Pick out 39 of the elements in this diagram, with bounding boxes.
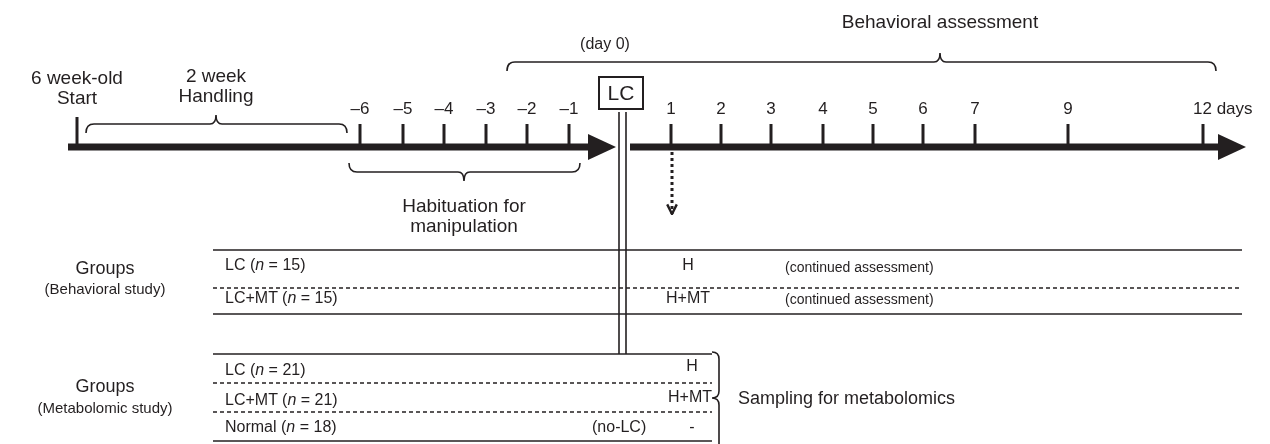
- tick-label: 4: [818, 100, 828, 118]
- tick-label: –3: [476, 100, 496, 118]
- group-label: Groups: [75, 377, 135, 396]
- note-text: (continued assessment): [785, 260, 934, 275]
- row-label: LC (n = 21): [225, 362, 306, 379]
- tick-label: 5: [868, 100, 878, 118]
- note-text: (continued assessment): [785, 292, 934, 307]
- phase-label: Habituation for manipulation: [401, 196, 527, 236]
- tick-label: 9: [1063, 100, 1073, 118]
- annotation-text: Sampling for metabolomics: [738, 389, 956, 408]
- start-label: 6 week-old Start: [30, 68, 124, 108]
- group-label: (Behavioral study): [44, 281, 166, 297]
- row-label: LC+MT (n = 21): [225, 392, 338, 409]
- group-label: (Metabolomic study): [37, 400, 173, 416]
- treatment-label: H+MT: [668, 389, 712, 406]
- tick-label: 12 days: [1193, 100, 1253, 118]
- treatment-label: H+MT: [666, 290, 710, 307]
- label-box: LC: [598, 76, 644, 110]
- tick-label: –1: [559, 100, 579, 118]
- tick-label: 7: [970, 100, 980, 118]
- treatment-label: H: [682, 257, 694, 274]
- day-label: (day 0): [580, 36, 630, 53]
- tick-label: –5: [393, 100, 413, 118]
- tick-label: 6: [918, 100, 928, 118]
- phase-label: 2 week Handling: [177, 66, 255, 106]
- note-text: (no-LC): [592, 419, 647, 436]
- tick-label: 1: [666, 100, 676, 118]
- tick-label: –6: [350, 100, 370, 118]
- tick-label: –2: [517, 100, 537, 118]
- tick-label: 2: [716, 100, 726, 118]
- row-label: LC (n = 15): [225, 257, 306, 274]
- row-label: Normal (n = 18): [225, 419, 337, 436]
- tick-label: 3: [766, 100, 776, 118]
- row-label: LC+MT (n = 15): [225, 290, 338, 307]
- treatment-label: H: [686, 358, 698, 375]
- tick-label: –4: [434, 100, 454, 118]
- heading-text: Behavioral assessment: [841, 12, 1039, 32]
- note-text: -: [689, 419, 695, 436]
- group-label: Groups: [75, 259, 135, 278]
